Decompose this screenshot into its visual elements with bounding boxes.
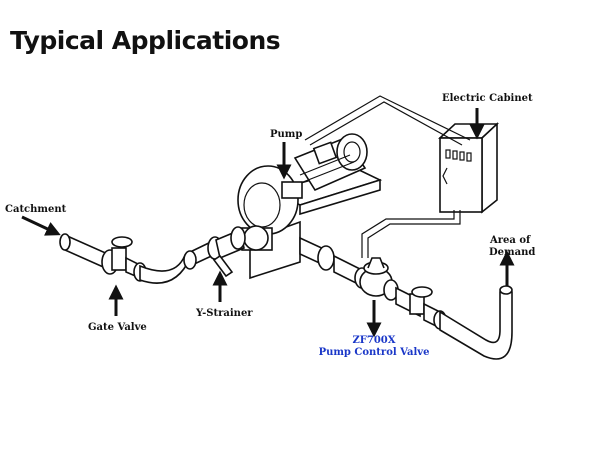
control-wiring: [304, 95, 471, 258]
gate-valve-label: Gate Valve: [88, 322, 147, 333]
page-title: Typical Applications: [10, 26, 281, 55]
cabinet-indicator-light: [466, 152, 472, 162]
outlet-pipe: [395, 285, 513, 360]
pump-control-valve: [359, 257, 399, 301]
pump-label: Pump: [270, 129, 302, 140]
pump-motor: [272, 133, 383, 216]
y-strainer: [207, 226, 246, 278]
area-of-demand-label-line1: Area of: [489, 235, 531, 246]
area-of-demand-label-line2: Demand: [489, 247, 535, 258]
pump-body: [237, 165, 303, 280]
discharge-pipe: [299, 236, 370, 289]
catchment-arrow: [21, 215, 61, 236]
y-strainer-label: Y-Strainer: [195, 308, 253, 319]
cabinet-indicator-light: [445, 149, 451, 159]
suction-pipe: [59, 233, 222, 284]
cabinet-indicator-light: [452, 150, 458, 160]
catchment-label: Catchment: [5, 204, 67, 215]
control-valve-model-label: ZF700X: [352, 335, 395, 346]
electric-cabinet-label: Electric Cabinet: [442, 93, 533, 104]
control-valve-name-label: Pump Control Valve: [319, 347, 430, 358]
cabinet-indicator-light: [459, 151, 465, 161]
